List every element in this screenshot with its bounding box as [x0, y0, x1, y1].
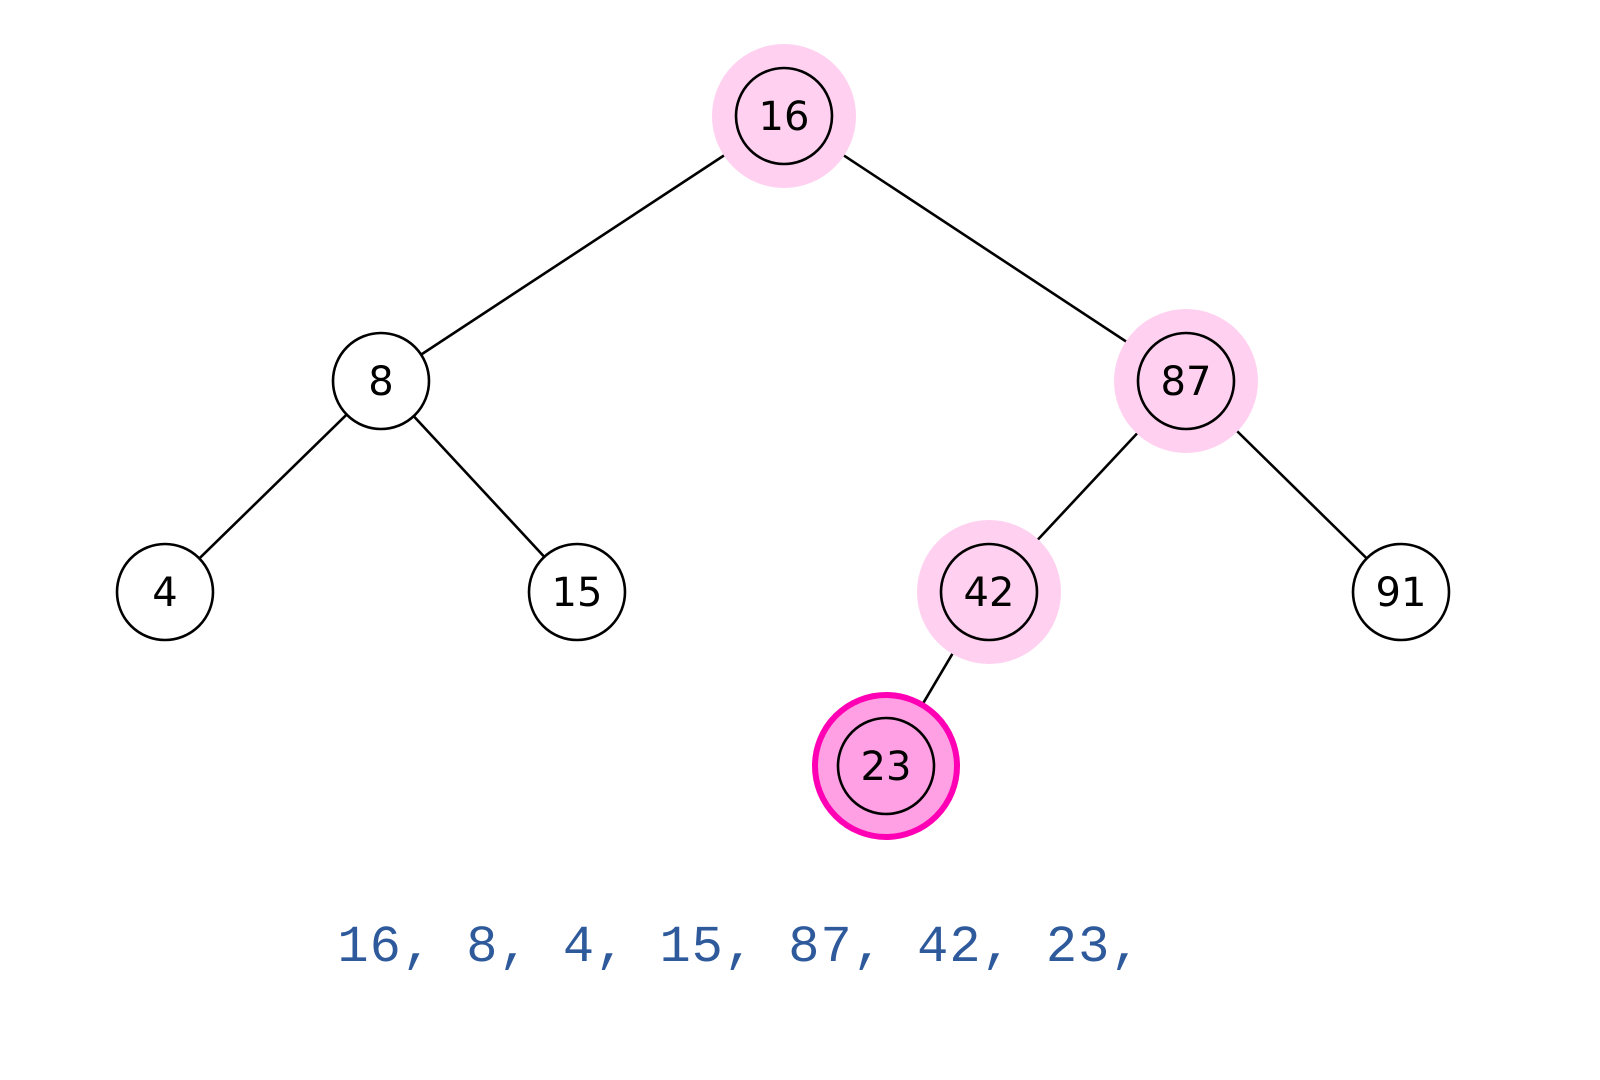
tree-node-15: 15	[527, 542, 627, 642]
tree-node-91: 91	[1351, 542, 1451, 642]
nodes-layer: 16 8 87 4 15 42 91 23	[115, 66, 1451, 816]
node-label: 8	[368, 359, 393, 405]
tree-node-23: 23	[836, 716, 936, 816]
node-label: 16	[759, 94, 810, 140]
edge-8-4	[198, 413, 348, 560]
edge-8-15	[412, 415, 546, 558]
edge-87-42	[1020, 415, 1155, 558]
edges-layer	[198, 141, 1368, 726]
node-label: 23	[861, 744, 912, 790]
node-circle	[1136, 331, 1236, 431]
edge-87-91	[1219, 413, 1368, 560]
node-circle	[331, 331, 431, 431]
tree-node-16: 16	[734, 66, 834, 166]
halo-layer	[712, 44, 1258, 840]
node-circle	[1351, 542, 1451, 642]
tree-node-4: 4	[115, 542, 215, 642]
node-label: 4	[152, 570, 177, 616]
edge-16-8	[420, 141, 745, 356]
node-label: 42	[964, 570, 1015, 616]
node-label: 91	[1376, 570, 1427, 616]
node-circle	[527, 542, 627, 642]
tree-node-87: 87	[1136, 331, 1236, 431]
tree-node-42: 42	[939, 542, 1039, 642]
node-circle	[939, 542, 1039, 642]
node-label: 87	[1161, 359, 1212, 405]
node-circle	[836, 716, 936, 816]
tree-node-8: 8	[331, 331, 431, 431]
node-circle	[115, 542, 215, 642]
edge-16-87	[823, 141, 1147, 356]
node-circle	[734, 66, 834, 166]
traversal-output: 16, 8, 4, 15, 87, 42, 23,	[337, 918, 1143, 977]
node-label: 15	[552, 570, 603, 616]
